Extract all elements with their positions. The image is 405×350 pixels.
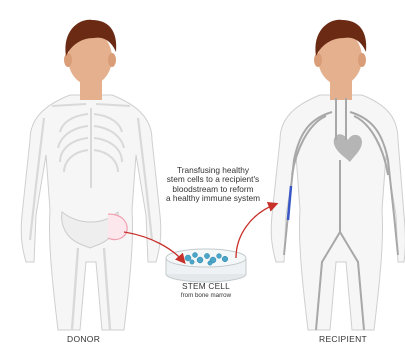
dish-title: STEM CELL <box>158 281 254 291</box>
recipient-body-outline <box>271 95 405 330</box>
recipient-figure <box>271 20 405 330</box>
recipient-label: RECIPIENT <box>319 334 367 344</box>
dish-label: STEM CELL from bone marrow <box>158 281 254 299</box>
recipient-ear-left <box>314 53 322 67</box>
donor-ear-right <box>108 53 116 67</box>
donor-label: DONOR <box>67 334 100 344</box>
donor-ear-left <box>64 53 72 67</box>
dish-to-recipient-arrow <box>236 204 276 258</box>
donor-figure <box>21 20 161 330</box>
recipient-ear-right <box>358 53 366 67</box>
petri-dish-icon <box>166 249 246 282</box>
transfusion-caption: Transfusing healthy stem cells to a reci… <box>158 166 268 203</box>
dish-subtitle: from bone marrow <box>158 292 254 299</box>
